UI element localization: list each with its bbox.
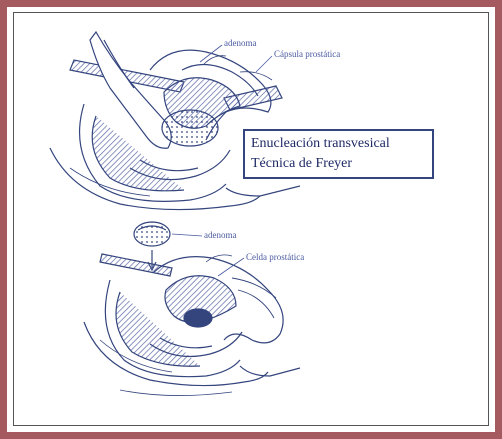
caption-title: Enucleación transvesical [251,134,426,154]
label-adenoma-bottom: adenoma [204,230,236,240]
top-anatomy-drawing [50,32,300,210]
caption-subtitle: Técnica de Freyer [251,154,426,174]
label-adenoma-top: adenoma [224,38,256,48]
bottom-anatomy-drawing [84,222,300,396]
label-prostatic-capsule: Cápsula prostática [274,49,340,59]
caption-box: Enucleación transvesical Técnica de Frey… [243,129,434,179]
label-prostatic-cell: Celda prostática [246,252,304,262]
